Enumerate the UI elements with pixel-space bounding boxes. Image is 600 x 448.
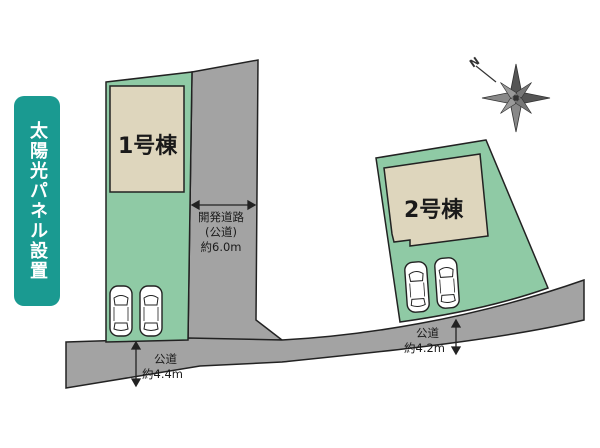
car-icon (433, 256, 461, 310)
public-road (65, 278, 585, 389)
dev-road-width: 約6.0m (200, 240, 242, 254)
dev-road-label: 開発道路 (公道) 約6.0m (198, 210, 244, 255)
car-icon (109, 285, 133, 337)
solar-panel-badge: 太陽光パネル設置 (14, 96, 60, 306)
dimension-public-right (450, 318, 462, 356)
public-road-right-name: 公道 (416, 326, 439, 340)
car-icon (139, 285, 163, 337)
public-road-left-width: 約4.4m (142, 367, 183, 381)
dimension-public-left (130, 340, 142, 388)
compass-icon (475, 63, 551, 133)
development-road (187, 59, 285, 341)
solar-panel-text: 太陽光パネル設置 (27, 121, 48, 281)
building-2-label: 2号棟 (404, 198, 464, 223)
dev-road-name: 開発道路 (198, 210, 244, 224)
building-2 (383, 153, 489, 247)
building-1 (109, 85, 185, 193)
dev-road-type: (公道) (205, 225, 237, 239)
dimension-dev-road (190, 199, 257, 211)
public-road-left-label: 公道 約4.4m (142, 352, 183, 382)
public-road-right-label: 公道 約4.2m (404, 326, 445, 356)
car-icon (403, 260, 431, 314)
public-road-left-name: 公道 (154, 352, 177, 366)
building-1-label: 1号棟 (118, 134, 178, 159)
public-road-right-width: 約4.2m (404, 341, 445, 355)
